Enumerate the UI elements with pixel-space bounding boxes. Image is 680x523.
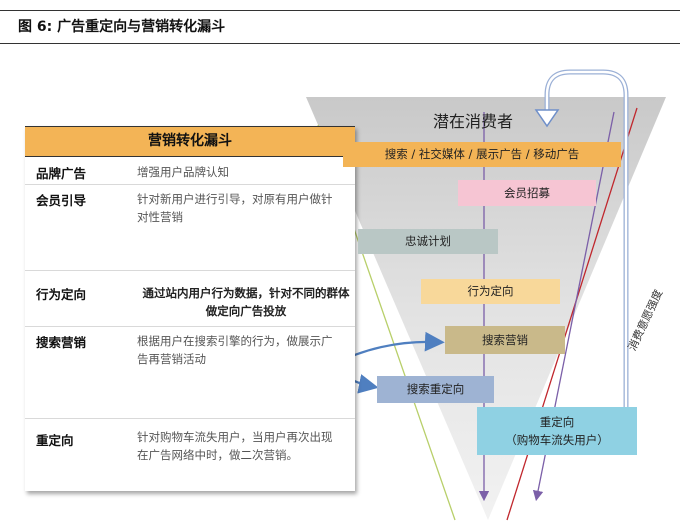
stage-label: 忠诚计划 <box>405 234 451 248</box>
table-header: 营销转化漏斗 <box>25 126 355 157</box>
figure-title: 图 6: 广告重定向与营销转化漏斗 <box>18 19 226 35</box>
table-row-behavior: 行为定向 通过站内用户行为数据，针对不同的群体做定向广告投放 <box>25 270 355 327</box>
row-description: 针对购物车流失用户，当用户再次出现在广告网络中时，做二次营销。 <box>137 430 333 462</box>
row-description: 通过站内用户行为数据，针对不同的群体做定向广告投放 <box>142 286 350 318</box>
stage-label: 行为定向 <box>467 284 514 298</box>
funnel-table: 营销转化漏斗 品牌广告 增强用户品牌认知 会员引导 针对新用户进行引导，对原有用… <box>25 126 355 491</box>
table-row-brand: 品牌广告 增强用户品牌认知 <box>25 157 355 185</box>
table-row-member: 会员引导 针对新用户进行引导，对原有用户做针对性营销 <box>25 184 355 271</box>
row-category: 品牌广告 <box>36 166 87 181</box>
row-description: 针对新用户进行引导，对原有用户做针对性营销 <box>137 192 333 224</box>
row-description: 根据用户在搜索引擎的行为，做展示广告再营销活动 <box>137 334 333 366</box>
stage-label: 搜索 / 社交媒体 / 展示广告 / 移动广告 <box>384 147 580 161</box>
row-category: 行为定向 <box>36 287 87 302</box>
row-category: 会员引导 <box>36 193 87 208</box>
funnel-title: 潜在消费者 <box>433 112 514 131</box>
stage-label: 重定向 <box>539 415 575 429</box>
stage-retargeting: 重定向 （购物车流失用户） <box>477 407 637 455</box>
stage-label: 会员招募 <box>504 186 550 200</box>
stage-loyalty: 忠诚计划 <box>358 229 498 254</box>
stage-sublabel: （购物车流失用户） <box>505 433 609 447</box>
row-description: 增强用户品牌认知 <box>137 165 229 179</box>
stage-search-marketing: 搜索营销 <box>445 326 565 354</box>
table-row-search: 搜索营销 根据用户在搜索引擎的行为，做展示广告再营销活动 <box>25 326 355 419</box>
row-category: 搜索营销 <box>36 335 87 350</box>
top-rule <box>0 10 680 11</box>
stage-channels: 搜索 / 社交媒体 / 展示广告 / 移动广告 <box>343 142 621 167</box>
table-row-retarget: 重定向 针对购物车流失用户，当用户再次出现在广告网络中时，做二次营销。 <box>25 418 355 491</box>
row-category: 重定向 <box>36 433 74 448</box>
feedback-arrowhead <box>534 109 560 128</box>
stage-search-retargeting: 搜索重定向 <box>377 376 494 403</box>
stage-member-recruit: 会员招募 <box>458 180 596 206</box>
stage-label: 搜索重定向 <box>406 382 465 396</box>
stage-behavior-targeting: 行为定向 <box>421 279 560 304</box>
title-underline <box>0 43 680 44</box>
stage-label: 搜索营销 <box>482 333 528 347</box>
